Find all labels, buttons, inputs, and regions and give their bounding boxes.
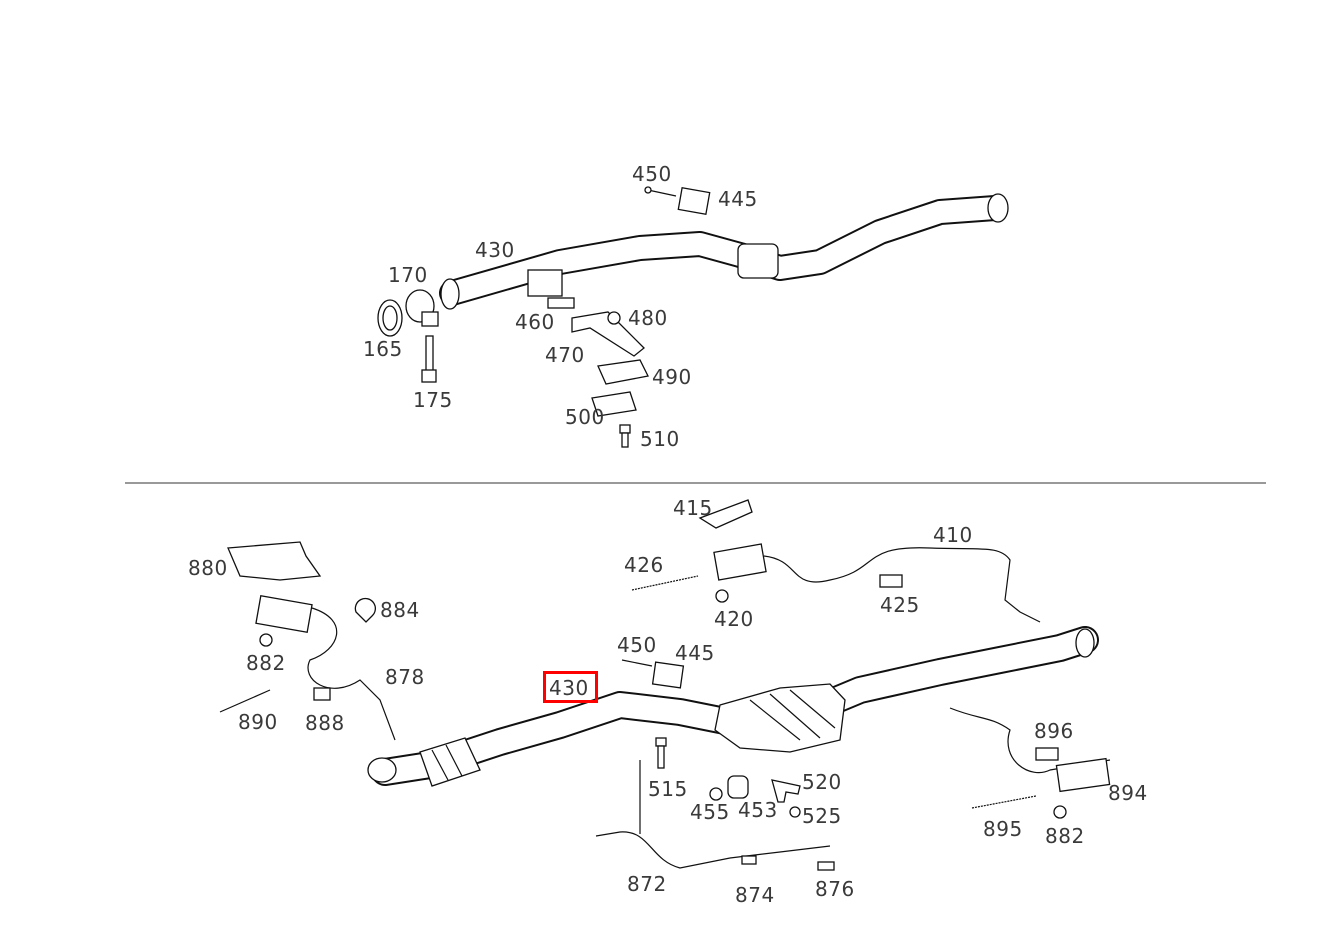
callout-890[interactable]: 890	[238, 710, 278, 734]
callout-878[interactable]: 878	[385, 665, 425, 689]
callout-480[interactable]: 480	[628, 306, 668, 330]
highlight-box	[543, 671, 598, 703]
callout-425[interactable]: 425	[880, 593, 920, 617]
callout-460[interactable]: 460	[515, 310, 555, 334]
callout-894[interactable]: 894	[1108, 781, 1148, 805]
sensor-cable-872[interactable]	[595, 831, 831, 869]
clip-888[interactable]	[313, 687, 331, 701]
callout-895[interactable]: 895	[983, 817, 1023, 841]
nut-480[interactable]	[607, 311, 621, 325]
callout-445[interactable]: 445	[718, 187, 758, 211]
callout-874[interactable]: 874	[735, 883, 775, 907]
upper-callouts: 450 445 430 170 165 175 460 480 470 490 …	[363, 162, 758, 451]
bracket-460[interactable]	[527, 269, 575, 309]
callout-430[interactable]: 430	[475, 238, 515, 262]
cable-tie-890[interactable]	[219, 689, 271, 713]
bracket-470[interactable]	[571, 311, 645, 357]
callout-490[interactable]: 490	[652, 365, 692, 389]
callout-430-highlighted[interactable]: 430	[549, 676, 589, 700]
callout-884[interactable]: 884	[380, 598, 420, 622]
callout-876[interactable]: 876	[815, 877, 855, 901]
plate-500[interactable]	[591, 391, 637, 417]
cable-tie-426[interactable]	[631, 575, 699, 591]
rubber-453[interactable]	[727, 775, 749, 799]
callout-165[interactable]: 165	[363, 337, 403, 361]
clip-874[interactable]	[741, 855, 757, 865]
cable-tie-895[interactable]	[971, 795, 1037, 809]
clip-876[interactable]	[817, 861, 835, 871]
sensor-unit-right[interactable]	[949, 707, 1111, 819]
callout-410[interactable]: 410	[933, 523, 973, 547]
clip-425[interactable]	[879, 574, 903, 588]
callout-415[interactable]: 415	[673, 496, 713, 520]
callout-470[interactable]: 470	[545, 343, 585, 367]
bolt-175[interactable]	[421, 335, 437, 383]
callout-175[interactable]: 175	[413, 388, 453, 412]
clamp-170[interactable]	[405, 289, 439, 327]
upper-assembly	[377, 186, 1009, 448]
callout-420[interactable]: 420	[714, 607, 754, 631]
lower-callouts: 415 410 426 880 420 425 884 882 450 445 …	[188, 496, 1148, 907]
callout-445-lower[interactable]: 445	[675, 641, 715, 665]
callout-426[interactable]: 426	[624, 553, 664, 577]
callout-450[interactable]: 450	[632, 162, 672, 186]
callout-515[interactable]: 515	[648, 777, 688, 801]
callout-450-lower[interactable]: 450	[617, 633, 657, 657]
callout-896[interactable]: 896	[1034, 719, 1074, 743]
control-unit-415-420[interactable]	[698, 499, 767, 603]
catalytic-converter[interactable]	[419, 683, 846, 787]
clip-896[interactable]	[1035, 747, 1059, 761]
callout-510[interactable]: 510	[640, 427, 680, 451]
callout-520[interactable]: 520	[802, 770, 842, 794]
callout-455[interactable]: 455	[690, 800, 730, 824]
clip-884[interactable]	[354, 597, 376, 623]
bracket-880[interactable]	[227, 541, 322, 581]
callout-453[interactable]: 453	[738, 798, 778, 822]
nut-455[interactable]	[709, 787, 723, 801]
bracket-520[interactable]	[771, 779, 801, 803]
gasket-165[interactable]	[377, 299, 403, 337]
lower-assembly	[219, 499, 1111, 871]
callout-872[interactable]: 872	[627, 872, 667, 896]
callout-880[interactable]: 880	[188, 556, 228, 580]
callout-882-right[interactable]: 882	[1045, 824, 1085, 848]
nut-525[interactable]	[789, 806, 801, 818]
bolt-515[interactable]	[655, 737, 667, 769]
callout-525[interactable]: 525	[802, 804, 842, 828]
sensor-unit-left[interactable]	[255, 594, 396, 741]
front-pipe-upper[interactable]	[439, 193, 1009, 310]
callout-500[interactable]: 500	[565, 405, 605, 429]
callout-170[interactable]: 170	[388, 263, 428, 287]
oxygen-sensor-cable-410[interactable]	[763, 547, 1041, 623]
callout-888[interactable]: 888	[305, 711, 345, 735]
rubber-mount-lower[interactable]	[621, 659, 685, 689]
callout-882-left[interactable]: 882	[246, 651, 286, 675]
mount-490[interactable]	[597, 359, 649, 385]
rubber-mount-upper[interactable]	[644, 186, 711, 216]
bolt-510[interactable]	[619, 424, 631, 448]
